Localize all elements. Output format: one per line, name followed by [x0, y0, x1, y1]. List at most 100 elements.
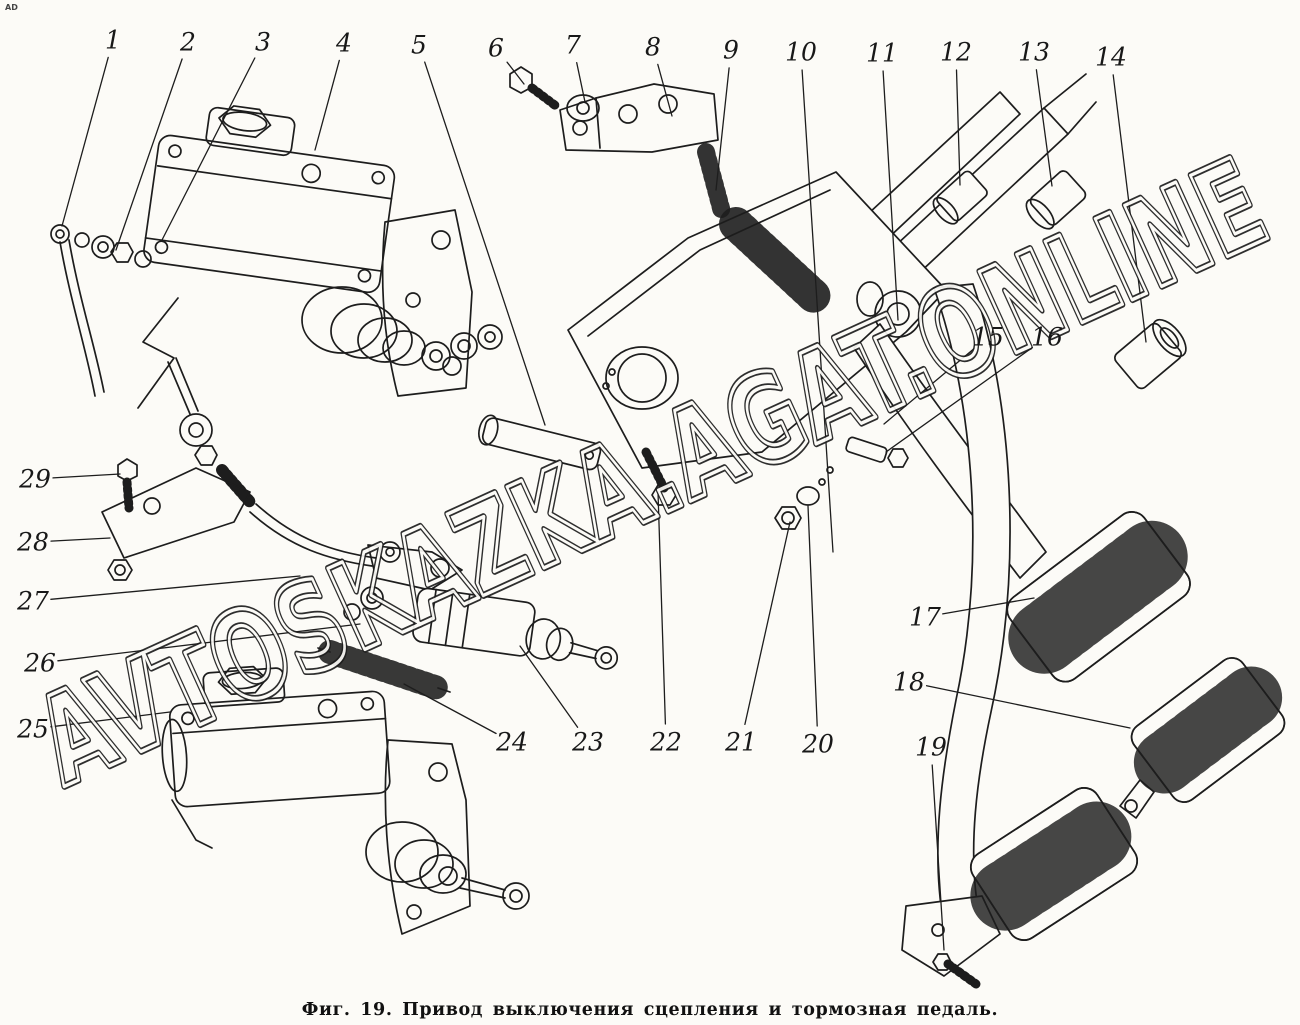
callout-17: 17 [909, 602, 941, 632]
leader-line-12 [955, 69, 961, 186]
leader-line-14 [1112, 74, 1147, 343]
callout-18: 18 [893, 667, 925, 697]
bracket-plate [567, 171, 947, 469]
hex-bolt [887, 448, 909, 468]
rubber-buffer [1025, 170, 1087, 230]
leader-line-13 [1035, 69, 1053, 187]
hex-nut [110, 242, 134, 263]
leader-line-18 [925, 685, 1131, 729]
accelerator-pedal-pad [1130, 657, 1286, 803]
callout-14: 14 [1095, 42, 1127, 72]
pedal-spring [719, 207, 833, 315]
ball-joint [179, 413, 213, 447]
callout-10: 10 [785, 37, 817, 67]
leader-line-9 [715, 67, 730, 191]
filler-cap [217, 665, 268, 696]
slave-cylinder [412, 587, 619, 670]
pedal-end-bracket [901, 895, 1001, 977]
callout-27: 27 [17, 586, 49, 616]
callout-8: 8 [645, 32, 661, 62]
callout-19: 19 [915, 732, 947, 762]
clutch-pedal-pad [969, 787, 1139, 941]
leader-line-29 [52, 473, 121, 479]
callout-16: 16 [1031, 322, 1063, 352]
leader-line-22 [657, 491, 667, 725]
leader-line-28 [50, 537, 111, 542]
leader-line-15 [883, 347, 975, 425]
top-mounting-bracket [559, 83, 719, 153]
clutch-linkage [101, 357, 619, 700]
washer [796, 486, 820, 506]
callout-21: 21 [725, 727, 757, 757]
leader-line-16 [885, 346, 1034, 453]
hex-bolt [509, 66, 533, 94]
callout-3: 3 [255, 27, 271, 57]
leader-line-6 [506, 61, 525, 85]
callout-15: 15 [972, 322, 1004, 352]
callout-5: 5 [411, 30, 427, 60]
return-spring [318, 640, 450, 700]
brake-pedal-pad [1006, 511, 1191, 683]
hex-bolt [651, 484, 677, 506]
leader-line-5 [424, 61, 546, 426]
callout-20: 20 [802, 729, 834, 759]
mounting-flange [381, 209, 473, 397]
callout-12: 12 [940, 37, 972, 67]
leader-line-27 [50, 575, 301, 600]
pedals [853, 283, 1286, 989]
leader-line-25 [50, 711, 171, 728]
leader-lines [50, 56, 1147, 951]
leader-line-19 [931, 764, 945, 951]
corner-mark: AD [5, 3, 18, 12]
bushing [1114, 318, 1187, 390]
release-fork [367, 544, 463, 591]
leader-line-11 [882, 70, 899, 321]
clevis-pin [478, 414, 602, 471]
leader-line-24 [403, 683, 497, 735]
pedal-bracket-assembly [478, 66, 1187, 530]
filler-cap [218, 105, 272, 139]
hose-fitting [50, 224, 70, 244]
rubber-buffer [932, 170, 988, 225]
callout-28: 28 [17, 527, 49, 557]
mounting-flange [384, 739, 471, 935]
callout-1: 1 [105, 25, 121, 55]
leader-line-4 [314, 59, 340, 151]
leader-line-23 [519, 645, 579, 728]
callout-11: 11 [866, 38, 898, 68]
rubber-boot [301, 286, 383, 354]
leader-line-1 [61, 56, 109, 227]
leader-line-8 [657, 63, 673, 117]
leader-line-7 [576, 61, 586, 103]
leader-line-3 [161, 57, 256, 241]
callout-4: 4 [336, 28, 352, 58]
hex-nut [774, 506, 802, 530]
callout-9: 9 [723, 35, 739, 65]
callout-7: 7 [565, 30, 581, 60]
small-spring [697, 143, 731, 221]
callout-22: 22 [650, 727, 682, 757]
callout-13: 13 [1018, 37, 1050, 67]
rubber-boot [365, 821, 439, 883]
brake-master-cylinder [50, 105, 503, 409]
break-mark [137, 297, 179, 409]
callout-24: 24 [496, 727, 528, 757]
hex-bolt [932, 953, 952, 971]
leader-line-10 [801, 69, 834, 553]
washer [566, 94, 600, 122]
leader-line-26 [57, 623, 361, 662]
support-bracket [101, 467, 251, 559]
figure-caption: Фиг. 19. Привод выключения сцепления и т… [301, 1000, 999, 1020]
clutch-master-cylinder [161, 665, 530, 935]
leader-line-2 [115, 58, 183, 251]
callout-29: 29 [19, 464, 51, 494]
callout-25: 25 [17, 714, 49, 744]
callout-23: 23 [572, 727, 604, 757]
leader-line-20 [807, 505, 818, 727]
callout-6: 6 [488, 33, 504, 63]
leader-line-21 [744, 521, 791, 726]
callout-26: 26 [24, 648, 56, 678]
leader-line-17 [942, 597, 1035, 615]
